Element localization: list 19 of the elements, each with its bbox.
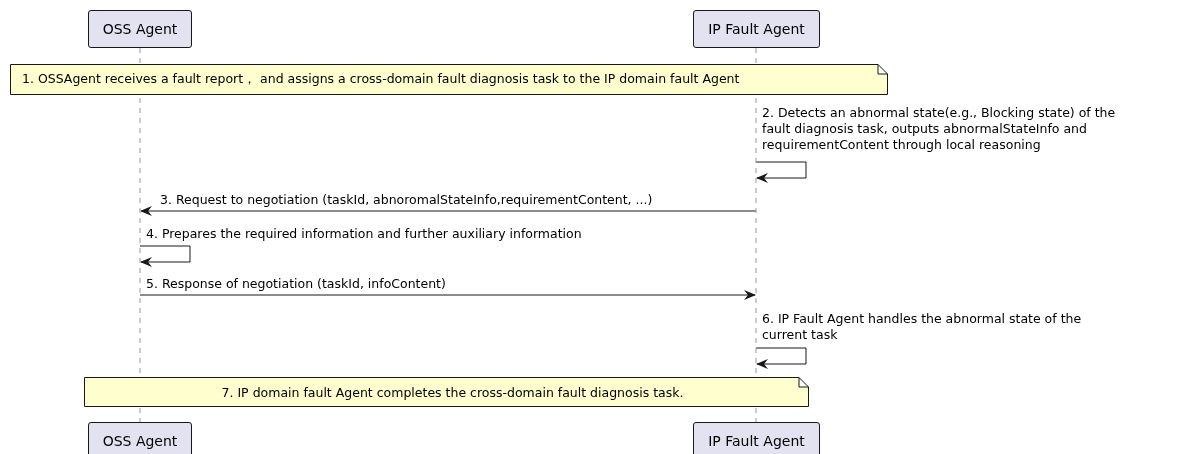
participant-box: OSS Agent xyxy=(88,10,192,48)
note-text: 7. IP domain fault Agent completes the cross-domain fault diagnosis task. xyxy=(221,384,684,400)
participant-box: IP Fault Agent xyxy=(693,422,820,454)
message-arrow xyxy=(140,206,757,216)
message-label: 2. Detects an abnormal state(e.g., Blocking state) of the fault diagnosis task, outputs abnormalStateInfo and requirementContent through local reasoning xyxy=(762,105,1117,153)
message-label: 3. Request to negotiation (taskId, abnoromalStateInfo,requirementContent, ...) xyxy=(160,192,653,208)
message-arrow xyxy=(755,161,807,183)
participant-box: OSS Agent xyxy=(88,422,192,454)
message-arrow xyxy=(755,347,807,369)
note-text: 1. OSSAgent receives a fault report， and assigns a cross-domain fault diagnosis task to the IP domain fault Agent xyxy=(22,71,740,88)
message-label: 6. IP Fault Agent handles the abnormal state of the current task xyxy=(762,311,1083,343)
message-arrow xyxy=(139,290,756,300)
message-label: 5. Response of negotiation (taskId, infoContent) xyxy=(146,276,446,292)
participant-box: IP Fault Agent xyxy=(693,10,820,48)
note-box xyxy=(10,64,888,95)
note-box xyxy=(84,377,809,407)
message-label: 4. Prepares the required information and further auxiliary information xyxy=(146,226,582,242)
message-arrow xyxy=(139,245,191,267)
lifeline xyxy=(753,48,759,422)
